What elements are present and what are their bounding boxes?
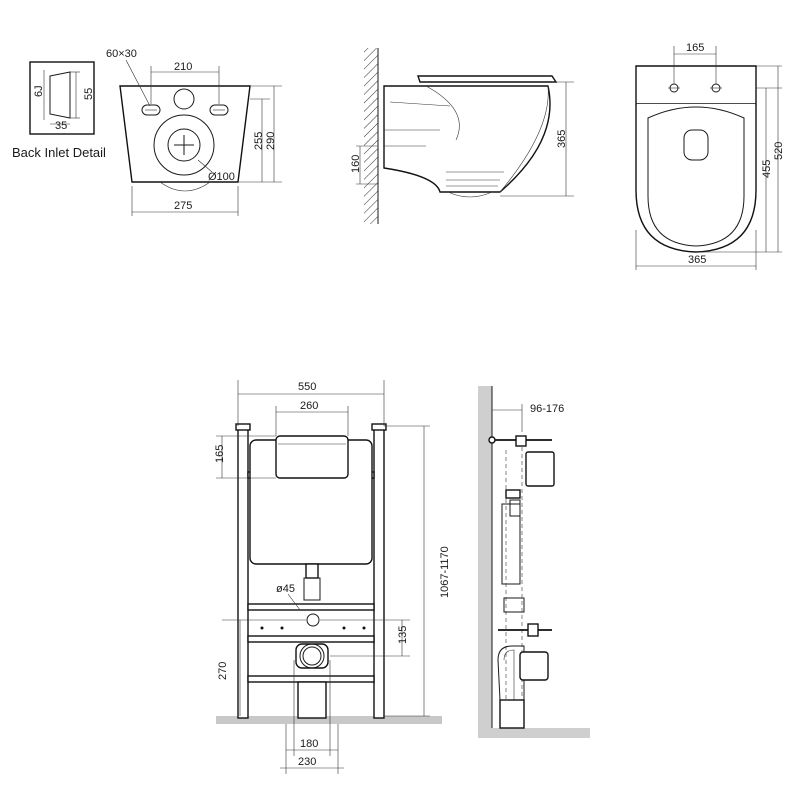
frame-135-label: 135 (397, 626, 409, 644)
frame-550-label: 550 (298, 381, 316, 393)
frame-1067-1170-label: 1067-1170 (439, 546, 451, 598)
frame-230-label: 230 (298, 756, 316, 768)
front-275-label: 275 (174, 200, 192, 212)
bowl-side-view: 365 160 (350, 48, 574, 224)
back-inlet-detail-title: Back Inlet Detail (12, 145, 106, 160)
frame-front-view: 550 260 165 1067-1170 ø45 135 270 (214, 380, 451, 774)
frame-260-label: 260 (300, 400, 318, 412)
bowl-front-view: 60×30 210 255 290 Ø100 275 (106, 48, 282, 216)
inlet-55-label: 55 (83, 88, 95, 100)
front-255-label: 255 (253, 132, 265, 150)
side-160-label: 160 (350, 155, 362, 173)
slot-size-label: 60×30 (106, 48, 137, 60)
frame-dia45-label: ø45 (276, 583, 295, 595)
top-455-label: 455 (761, 160, 773, 178)
frame-180-label: 180 (300, 738, 318, 750)
front-290-label: 290 (265, 132, 277, 150)
top-520-label: 520 (773, 142, 785, 160)
back-inlet-detail: 6J 55 35 Back Inlet Detail (12, 61, 106, 160)
frame-165-label: 165 (214, 445, 226, 463)
frame-270-label: 270 (217, 662, 229, 680)
frame-side-view: 96-176 (478, 386, 590, 738)
frameside-96-176-label: 96-176 (530, 403, 564, 415)
bowl-top-view: 165 455 520 365 (635, 42, 785, 270)
side-365-label: 365 (556, 130, 568, 148)
inlet-35-label: 35 (55, 120, 67, 132)
front-210-label: 210 (174, 61, 192, 73)
top-365-label: 365 (688, 254, 706, 266)
top-165-label: 165 (686, 42, 704, 54)
inlet-height-label: 6J (33, 85, 45, 97)
front-dia100-label: Ø100 (208, 171, 235, 183)
